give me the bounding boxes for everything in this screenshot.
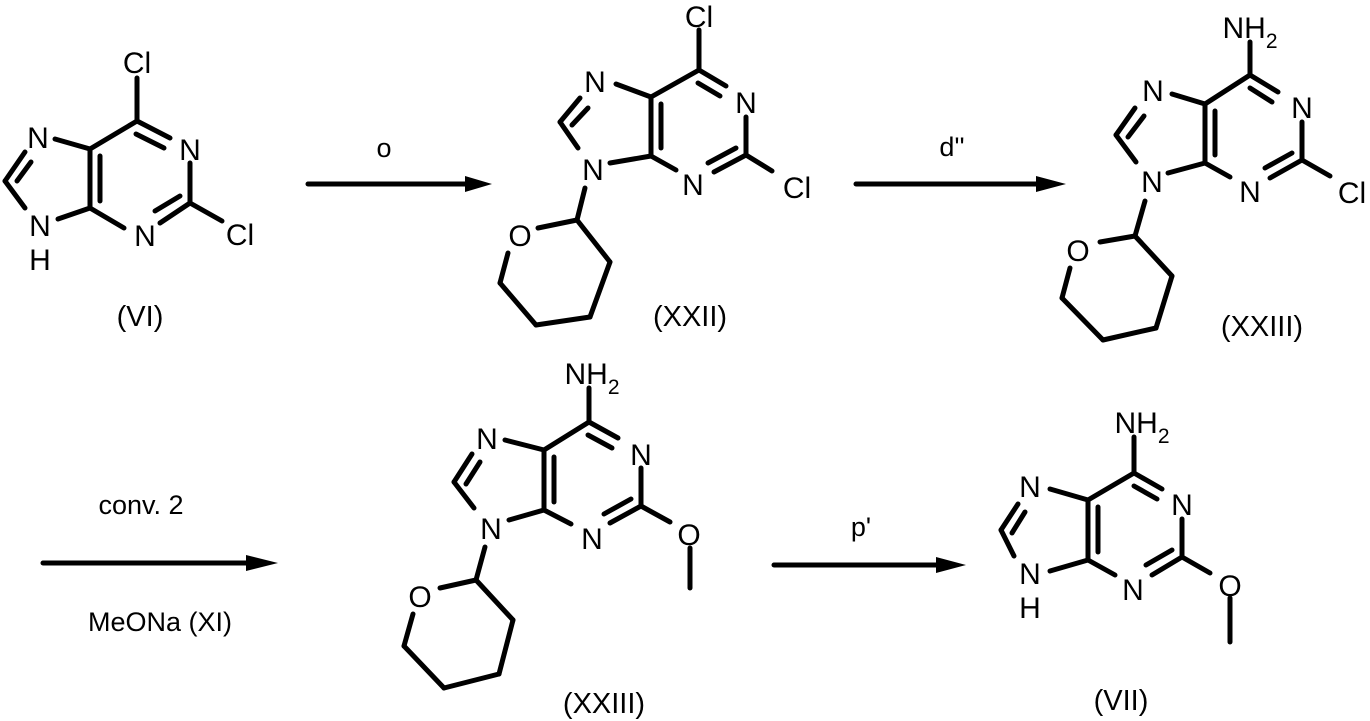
compound-VI: Cl N Cl N N N H (VI) [2, 47, 254, 333]
compound-XXII: Cl N Cl N N N O (XXII) [497, 1, 811, 333]
atom-nh: NH [1222, 12, 1265, 45]
compound-XXIII-methoxy: NH2 N O N N N O (XXIII) [401, 358, 701, 720]
compound-label-VI: (VI) [117, 301, 164, 333]
atom-n7: N [1019, 471, 1041, 504]
atom-cl-6: Cl [123, 47, 151, 80]
atom-o-thp: O [408, 581, 431, 614]
atom-cl-2: Cl [1338, 177, 1366, 210]
atom-n3: N [134, 220, 156, 253]
compound-label-XXII: (XXII) [653, 301, 727, 333]
atom-n7: N [476, 423, 498, 456]
atom-subscript-2: 2 [1158, 425, 1170, 448]
atom-nh2: NH2 [1114, 407, 1169, 448]
atom-n9: N [582, 154, 604, 187]
reagent-label-conv2: conv. 2 [98, 490, 183, 520]
atom-n7: N [584, 66, 606, 99]
reaction-arrow-3: conv. 2 MeONa (XI) [40, 490, 278, 637]
atom-o-thp: O [1066, 235, 1089, 268]
atom-cl-2: Cl [783, 172, 811, 205]
atom-nh2: NH2 [1222, 12, 1277, 53]
atom-h9: H [1019, 592, 1041, 625]
atom-h9: H [29, 244, 51, 277]
atom-o-methoxy: O [677, 519, 700, 552]
reagent-label-meona: MeONa (XI) [88, 607, 232, 637]
atom-subscript-2: 2 [1266, 30, 1278, 53]
atom-n9: N [1019, 558, 1041, 591]
compound-label-XXIII-methoxy: (XXIII) [563, 688, 645, 720]
reaction-arrow-4: p' [771, 512, 966, 573]
atom-nh: NH [1114, 407, 1157, 440]
atom-n7: N [27, 122, 49, 155]
atom-n1: N [735, 87, 757, 120]
atom-o-methoxy: O [1218, 570, 1241, 603]
atom-n1: N [1291, 92, 1313, 125]
atom-n3: N [581, 523, 603, 556]
atom-cl-2: Cl [226, 219, 254, 252]
atom-n3: N [682, 169, 704, 202]
atom-n1: N [179, 134, 201, 167]
atom-n7: N [1142, 75, 1164, 108]
atom-nh2: NH2 [564, 358, 619, 399]
atom-n1: N [1171, 489, 1193, 522]
atom-o-thp: O [508, 220, 531, 253]
reaction-arrow-1: o [305, 133, 492, 192]
atom-subscript-2: 2 [608, 376, 620, 399]
atom-cl-6: Cl [685, 1, 713, 34]
reaction-arrow-2: d'' [853, 132, 1066, 192]
atom-n9: N [1141, 166, 1163, 199]
atom-n3: N [1122, 574, 1144, 607]
reagent-label-o: o [376, 133, 391, 163]
compound-label-XXIII-chloro: (XXIII) [1221, 311, 1303, 343]
reagent-label-d: d'' [939, 132, 964, 162]
compound-VII: NH2 N O N N N H (VII) [998, 407, 1242, 717]
atom-n3: N [1239, 176, 1261, 209]
compound-XXIII-chloro: NH2 N Cl N N N O (XXIII) [1059, 12, 1366, 343]
atom-nh: NH [564, 358, 607, 391]
atom-n9: N [480, 513, 502, 546]
reagent-label-p: p' [851, 512, 871, 542]
atom-n1: N [630, 439, 652, 472]
atom-n9: N [29, 210, 51, 243]
compound-label-VII: (VII) [1094, 685, 1149, 717]
